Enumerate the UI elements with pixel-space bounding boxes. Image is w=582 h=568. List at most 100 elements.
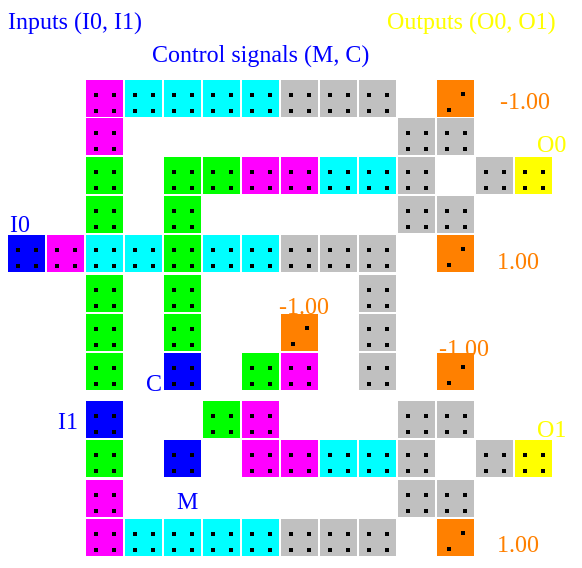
tile-dot [367,382,371,386]
green-tile [203,401,240,438]
tile-dot [346,469,350,473]
tile-dot [367,288,371,292]
tile-dot [94,186,98,190]
tile-dot [94,493,98,497]
tile-dot [250,469,254,473]
blue-tile [86,401,123,438]
tile-dot [112,225,116,229]
green-tile [86,314,123,351]
tile-dot [424,225,428,229]
green-tile [86,353,123,390]
tile-dot [461,92,465,96]
tile-dot [445,225,449,229]
gray-tile [437,118,474,155]
tile-dot [307,453,311,457]
cyan-tile [359,440,396,477]
tile-dot [385,264,389,268]
tile-dot [112,493,116,497]
tile-dot [484,469,488,473]
tile-dot [172,186,176,190]
gray-tile [320,519,357,556]
tile-dot [229,430,233,434]
tile-dot [190,532,194,536]
tile-dot [406,131,410,135]
tile-dot [406,469,410,473]
label-m: M [177,489,199,515]
tile-dot [424,147,428,151]
tile-dot [385,382,389,386]
tile-dot [268,469,272,473]
tile-dot [94,288,98,292]
tile-dot [268,532,272,536]
tile-dot [268,264,272,268]
tile-dot [406,430,410,434]
orange-tile [281,314,318,351]
green-tile [203,157,240,194]
gray-tile [359,80,396,117]
cyan-tile [86,235,123,272]
tile-dot [250,366,254,370]
tile-dot [94,248,98,252]
tile-dot [307,170,311,174]
tile-dot [541,453,545,457]
tile-dot [172,248,176,252]
tile-dot [112,430,116,434]
tile-dot [307,548,311,552]
tile-dot [268,93,272,97]
tile-dot [541,186,545,190]
tile-dot [94,509,98,513]
gray-tile [398,157,435,194]
tile-dot [250,264,254,268]
tile-dot [307,248,311,252]
tile-dot [250,93,254,97]
tile-dot [328,170,332,174]
tile-dot [151,248,155,252]
tile-dot [424,509,428,513]
green-tile [164,196,201,233]
tile-dot [502,170,506,174]
label-i0: I0 [10,212,30,238]
tile-dot [172,382,176,386]
tile-dot [346,248,350,252]
tile-dot [229,414,233,418]
tile-dot [289,93,293,97]
tile-dot [151,93,155,97]
gray-tile [398,118,435,155]
tile-dot [250,430,254,434]
cyan-tile [320,157,357,194]
tile-dot [211,532,215,536]
tile-dot [94,469,98,473]
tile-dot [523,170,527,174]
tile-dot [94,93,98,97]
tile-dot [268,430,272,434]
tile-dot [229,532,233,536]
tile-dot [190,109,194,113]
tile-dot [307,366,311,370]
tile-dot [307,469,311,473]
tile-dot [151,109,155,113]
tile-dot [94,225,98,229]
tile-dot [112,469,116,473]
gray-tile [281,235,318,272]
label-c: C [146,371,163,397]
tile-dot [289,264,293,268]
tile-dot [346,264,350,268]
tile-dot [424,209,428,213]
tile-dot [112,109,116,113]
tile-dot [484,453,488,457]
tile-dot [424,170,428,174]
tile-dot [172,343,176,347]
tile-dot [406,414,410,418]
tile-dot [112,304,116,308]
tile-dot [172,304,176,308]
tile-dot [424,493,428,497]
tile-dot [447,263,451,267]
tile-dot [463,225,467,229]
tile-dot [289,548,293,552]
tile-dot [94,453,98,457]
tile-dot [463,430,467,434]
magenta-tile [281,440,318,477]
tile-dot [172,532,176,536]
tile-dot [367,93,371,97]
